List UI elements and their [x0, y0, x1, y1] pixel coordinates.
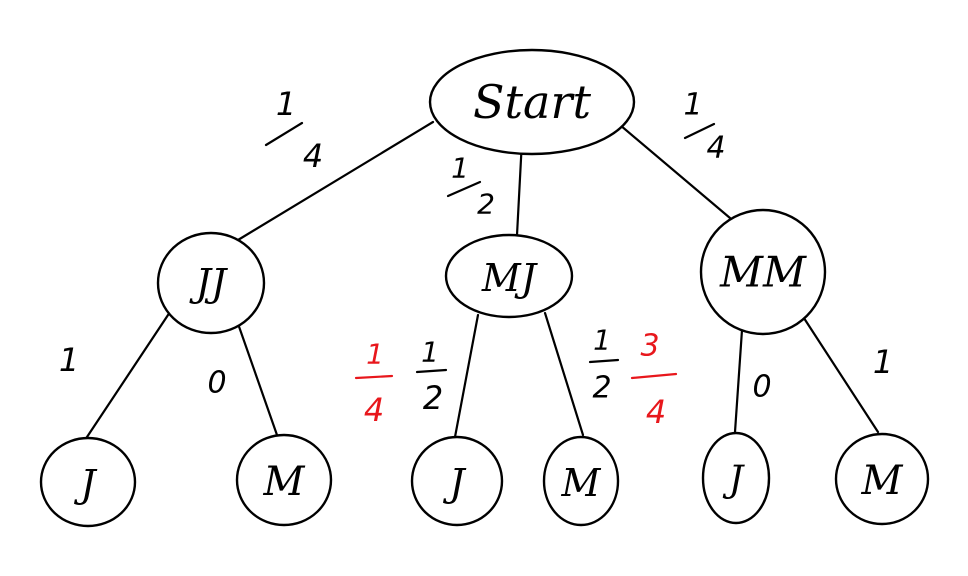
edge-start-mm	[618, 123, 732, 220]
node-mm-label: MM	[719, 248, 807, 297]
leaf-mm-m: M	[834, 432, 930, 526]
prob-mj-m-bar	[588, 358, 620, 364]
annotation-mj-m-bar	[630, 372, 678, 380]
prob-jj-j: 1	[59, 341, 79, 379]
edge-mj-j	[453, 313, 480, 439]
prob-start-jj-bar	[264, 121, 304, 147]
annotation-mj-m: 3 4	[630, 329, 678, 431]
node-jj: JJ	[156, 231, 266, 335]
leaf-jj-m: M	[235, 433, 333, 527]
leaf-mm-m-label: M	[861, 458, 904, 504]
leaf-mj-j: J	[410, 435, 504, 527]
annotation-mj-j-den: 4	[364, 391, 384, 429]
prob-start-jj-den: 4	[303, 137, 323, 175]
prob-start-jj: 1 4	[264, 85, 323, 175]
tree-edges	[83, 120, 880, 442]
edge-mj-m	[543, 311, 585, 437]
edge-start-mj	[515, 138, 524, 237]
edge-jj-m	[234, 316, 279, 437]
prob-mj-j-bar	[415, 368, 448, 374]
prob-start-jj-num: 1	[276, 85, 296, 123]
annotation-mj-j-num: 1	[366, 338, 384, 371]
node-start: Start	[428, 48, 636, 156]
edge-jj-j	[83, 310, 172, 442]
prob-mj-m-num: 1	[593, 324, 611, 357]
node-mj: MJ	[444, 233, 574, 319]
prob-jj-m: 0	[207, 366, 226, 401]
prob-mm-j: 0	[752, 370, 771, 405]
node-mj-label: MJ	[481, 256, 538, 300]
leaf-mm-j: J	[701, 431, 771, 525]
leaf-mj-m: M	[542, 435, 620, 527]
prob-mj-m-den: 2	[592, 371, 611, 406]
annotation-mj-m-den: 4	[646, 393, 666, 431]
prob-start-mm: 1 4	[683, 88, 725, 166]
prob-mj-m: 1 2	[588, 324, 620, 406]
prob-mj-j-den: 2	[423, 379, 443, 417]
leaf-jj-j: J	[39, 436, 137, 528]
annotation-mj-j-bar	[354, 374, 394, 380]
edge-mm-j	[733, 328, 744, 434]
prob-start-mj-num: 1	[451, 152, 469, 185]
prob-mj-j: 1 2	[415, 336, 448, 417]
prob-start-mm-bar	[683, 122, 716, 140]
prob-mj-j-num: 1	[421, 336, 439, 369]
leaf-mj-m-label: M	[561, 461, 602, 505]
node-start-label: Start	[473, 75, 591, 129]
node-mm: MM	[699, 208, 827, 336]
prob-mm-m: 1	[873, 343, 893, 381]
annotation-mj-m-num: 3	[640, 329, 659, 364]
prob-start-mm-den: 4	[706, 131, 725, 166]
leaf-jj-m-label: M	[263, 459, 306, 505]
prob-start-mm-num: 1	[683, 88, 702, 123]
edge-mm-m	[798, 310, 880, 434]
node-jj-label: JJ	[189, 261, 228, 305]
prob-start-mj-bar	[446, 180, 482, 198]
prob-start-mj-den: 2	[477, 188, 495, 221]
prob-start-mj: 1 2	[446, 152, 495, 221]
annotation-mj-j: 1 4	[354, 338, 394, 429]
edge-start-jj	[236, 120, 435, 242]
